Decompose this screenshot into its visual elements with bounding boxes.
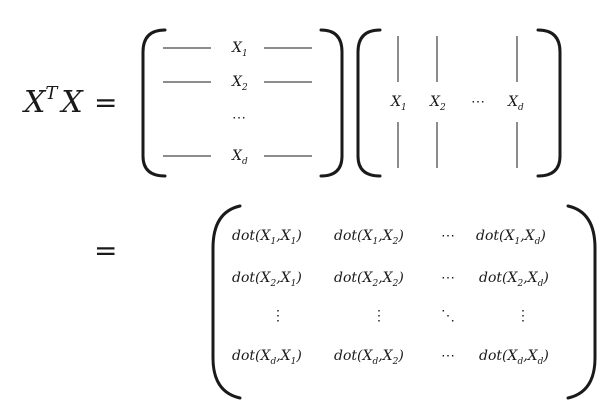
row-matrix-right-bracket [319, 28, 344, 178]
result-vdots: ⋮ [516, 308, 530, 324]
lhs-base-1: X [22, 85, 47, 120]
result-entry: dot(Xd,X2) [334, 348, 404, 367]
result-expression: = dot(X1,X1) dot(X1,X2) ⋯ dot(X1,Xd) dot(X2,… [94, 204, 597, 400]
svg-text:XTX: XTX [22, 83, 84, 120]
lhs-superscript: T [45, 83, 59, 104]
result-right-bracket [566, 204, 597, 400]
column-matrix: X1 X2 ⋯ Xd [356, 28, 562, 178]
column-matrix-left-bracket [356, 28, 382, 178]
result-entry: dot(X2,X1) [232, 270, 302, 289]
result-vdots: ⋮ [271, 308, 285, 324]
col-1-label: X1 [390, 94, 407, 113]
result-entry: dot(X2,Xd) [479, 270, 549, 289]
result-entry: dot(X1,Xd) [476, 228, 546, 247]
col-2-label: X2 [429, 94, 446, 113]
row-2-label: X2 [231, 74, 248, 93]
lhs-base-2: X [59, 85, 84, 120]
col-ellipsis: ⋯ [471, 94, 485, 110]
result-vdots: ⋮ [372, 308, 386, 324]
row-1-label: X1 [231, 40, 248, 59]
result-grid: dot(X1,X1) dot(X1,X2) ⋯ dot(X1,Xd) dot(X2,X1… [232, 228, 549, 367]
row-matrix: X1 X2 ⋯ Xd [141, 28, 344, 178]
result-hdots: ⋯ [441, 228, 455, 244]
result-ddots: ⋱ [441, 308, 455, 324]
lhs-equals: = [94, 86, 117, 119]
row-ellipsis: ⋯ [232, 110, 246, 126]
result-entry: dot(Xd,Xd) [479, 348, 549, 367]
result-entry: dot(X1,X1) [232, 228, 302, 247]
row-d-label: Xd [231, 148, 248, 167]
result-hdots: ⋯ [441, 348, 455, 364]
col-d-label: Xd [507, 94, 524, 113]
column-matrix-right-bracket [536, 28, 562, 178]
result-hdots: ⋯ [441, 270, 455, 286]
result-left-bracket [211, 204, 242, 400]
result-equals: = [94, 234, 117, 267]
result-entry: dot(X2,X2) [334, 270, 404, 289]
row-matrix-left-bracket [141, 28, 167, 178]
result-entry: dot(X1,X2) [334, 228, 404, 247]
result-entry: dot(Xd,X1) [232, 348, 302, 367]
